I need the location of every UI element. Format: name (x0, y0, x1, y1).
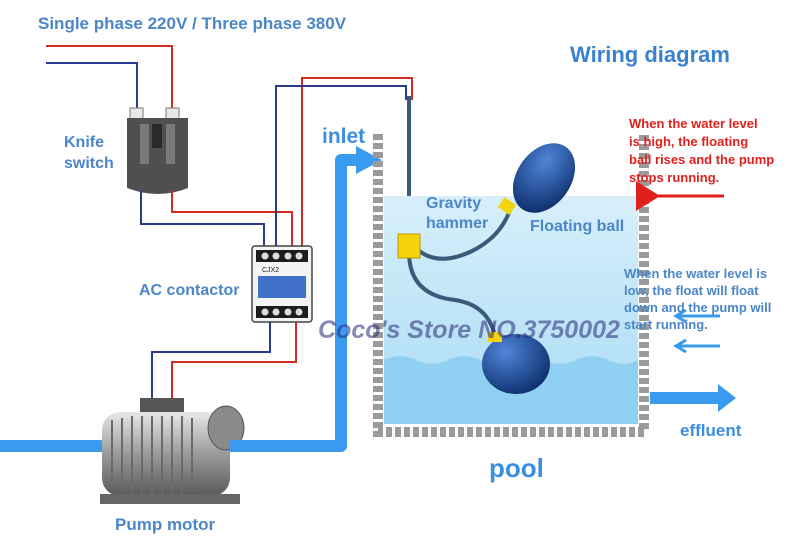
pump-motor (100, 398, 245, 504)
gravity-hammer-label: Gravity hammer (426, 194, 488, 234)
knife-switch-label: Knife switch (64, 132, 114, 174)
switch-out-red (171, 190, 293, 248)
low-level-arrow-1 (673, 308, 720, 324)
pump-motor-label: Pump motor (115, 515, 216, 534)
knife-switch-label-line: switch (64, 155, 114, 172)
float-wire-blue (275, 85, 407, 248)
pool-label: pool (489, 453, 544, 483)
low-level-note: When the water level is low, the float w… (624, 265, 771, 333)
motor-wire-blue (151, 322, 271, 400)
low-level-note-line: low, the float will float (624, 283, 759, 298)
inlet-label: inlet (322, 125, 366, 148)
low-level-note-line: down and the pump will (624, 300, 772, 315)
store-watermark: Coco's Store NO.3750002 (318, 316, 620, 344)
gravity-hammer-label-line: hammer (426, 215, 489, 232)
switch-out-blue (140, 190, 265, 248)
float-wire-red (301, 77, 413, 248)
ac-contactor-label: AC contactor (139, 282, 240, 299)
lower-float-ball (482, 332, 550, 394)
power-wire-blue (46, 62, 138, 118)
water-pipe (0, 154, 356, 452)
power-wire-red (46, 45, 173, 118)
high-level-note-line: is high, the floating (629, 134, 749, 149)
high-level-note-line: ball rises and the pump (629, 152, 775, 167)
upper-float-ball (497, 143, 576, 215)
gravity-hammer-label-line: Gravity (426, 195, 482, 212)
floating-ball-label: Floating ball (530, 218, 625, 235)
gravity-hammer-shape (397, 233, 421, 259)
upper-float-cable (407, 209, 512, 261)
low-level-note-line: start running. (624, 317, 708, 332)
diagram-title: Wiring diagram (570, 42, 730, 67)
high-level-note-line: When the water level (629, 116, 758, 131)
lower-float-cable (406, 249, 497, 337)
high-level-note-line: stops running. (629, 170, 720, 185)
effluent-arrow (650, 384, 736, 412)
motor-wire-red (171, 322, 297, 400)
inlet-arrow (356, 146, 382, 174)
knife-switch (127, 107, 188, 194)
contactor-badge: CJX2 (262, 267, 279, 274)
ac-contactor: CJX2 (251, 245, 313, 323)
effluent-label: effluent (680, 421, 742, 440)
power-label: Single phase 220V / Three phase 380V (38, 14, 347, 33)
low-level-arrow-2 (673, 338, 720, 354)
knife-switch-label-line: Knife (64, 134, 104, 151)
low-level-note-line: When the water level is (624, 266, 768, 281)
high-level-note: When the water level is high, the floati… (629, 115, 774, 187)
